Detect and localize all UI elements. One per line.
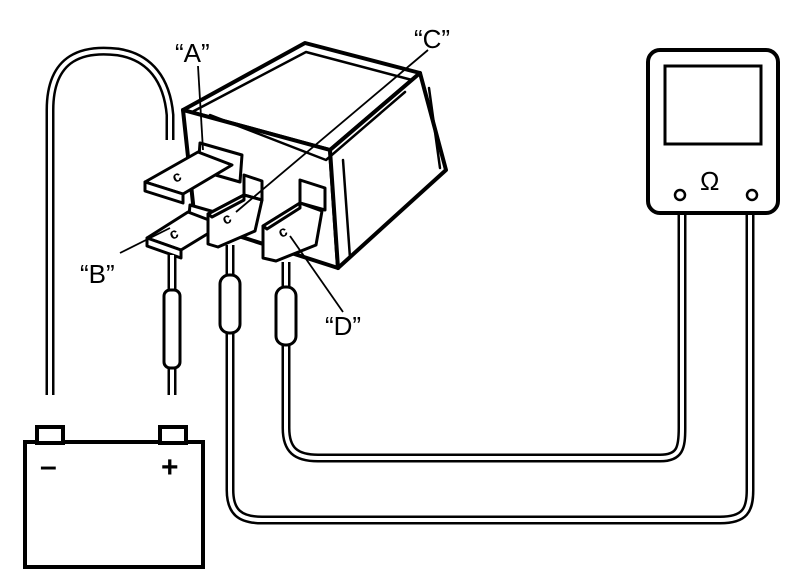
- ohmmeter: [646, 48, 780, 215]
- battery-negative-label: –: [40, 450, 57, 483]
- label-d: “D”: [325, 311, 361, 341]
- battery-negative-post: [35, 425, 65, 445]
- relay-edge-top: [190, 50, 414, 114]
- meter-lead-d-probe: [274, 285, 298, 347]
- leader-d: [289, 235, 344, 313]
- terminal-d: [261, 178, 327, 263]
- meter-lead-c: [225, 210, 755, 525]
- jumper-wire: [45, 46, 175, 395]
- battery: [23, 425, 205, 569]
- label-c: “C”: [414, 24, 450, 54]
- terminal-b-sleeve: [162, 288, 182, 370]
- ohmmeter-jack-left: [673, 188, 687, 202]
- relay-edge-right-inner: [427, 86, 442, 170]
- label-a: “A”: [175, 38, 210, 68]
- leader-b: [119, 227, 171, 254]
- meter-lead-d: [281, 210, 687, 463]
- leader-c: [235, 49, 429, 213]
- battery-body: [23, 440, 205, 569]
- ohmmeter-display: [663, 64, 763, 146]
- label-b: “B”: [80, 259, 115, 289]
- relay-edge-front: [208, 90, 407, 162]
- relay-right-face: [328, 71, 448, 270]
- terminal-a: [143, 141, 244, 205]
- label-leaders: [119, 49, 429, 313]
- meter-lead-c-probe: [218, 273, 242, 335]
- battery-positive-post: [158, 425, 188, 445]
- leader-a: [197, 65, 204, 151]
- relay-edge-right: [341, 158, 352, 260]
- ohmmeter-jack-right: [745, 188, 759, 202]
- ohm-symbol: Ω: [700, 166, 719, 196]
- battery-positive-label: +: [161, 451, 179, 484]
- terminal-c: [206, 173, 264, 249]
